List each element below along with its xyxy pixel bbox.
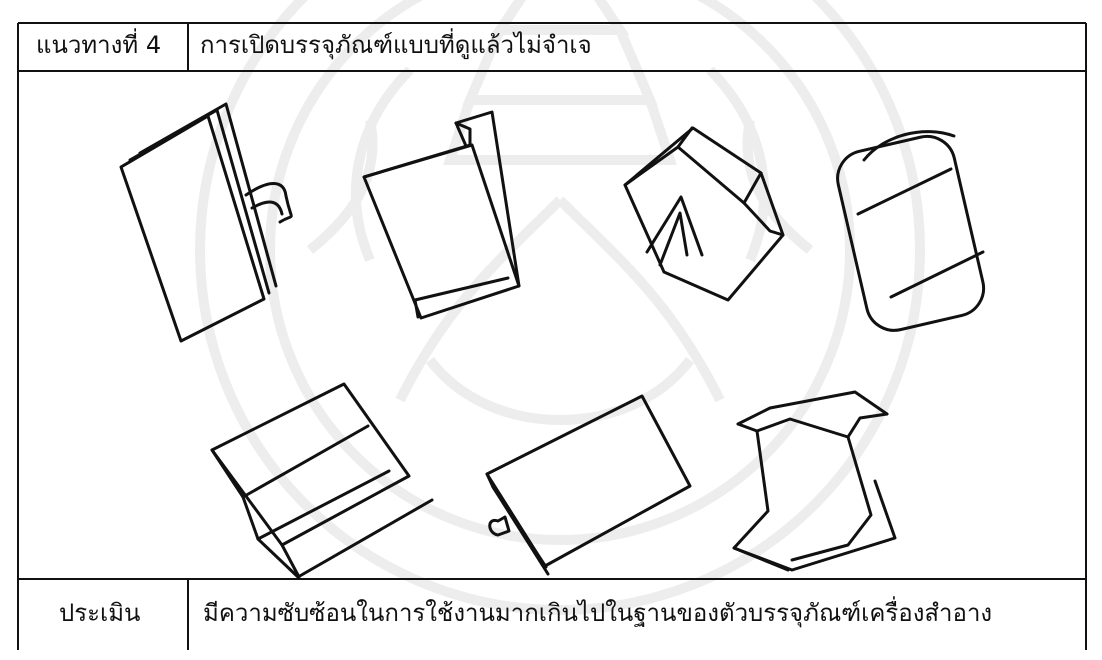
evaluation-label: ประเมิน	[59, 599, 141, 627]
sketch-box-7	[732, 390, 897, 572]
sketch-box-3	[623, 126, 785, 302]
evaluation-text: มีความซับซ้อนในการใช้งานมากเกินไปในฐานขอ…	[203, 599, 993, 627]
sketch-box-5	[210, 382, 434, 579]
sketch-box-2	[362, 110, 521, 320]
approach-label: แนวทางที่ 4	[36, 31, 162, 59]
approach-title: การเปิดบรรจุภัณฑ์แบบที่ดูแล้วไม่จำเจ	[200, 31, 592, 59]
sketch-box-6	[485, 394, 692, 576]
sketch-box-4	[836, 130, 986, 332]
sketch-box-1	[119, 102, 293, 343]
